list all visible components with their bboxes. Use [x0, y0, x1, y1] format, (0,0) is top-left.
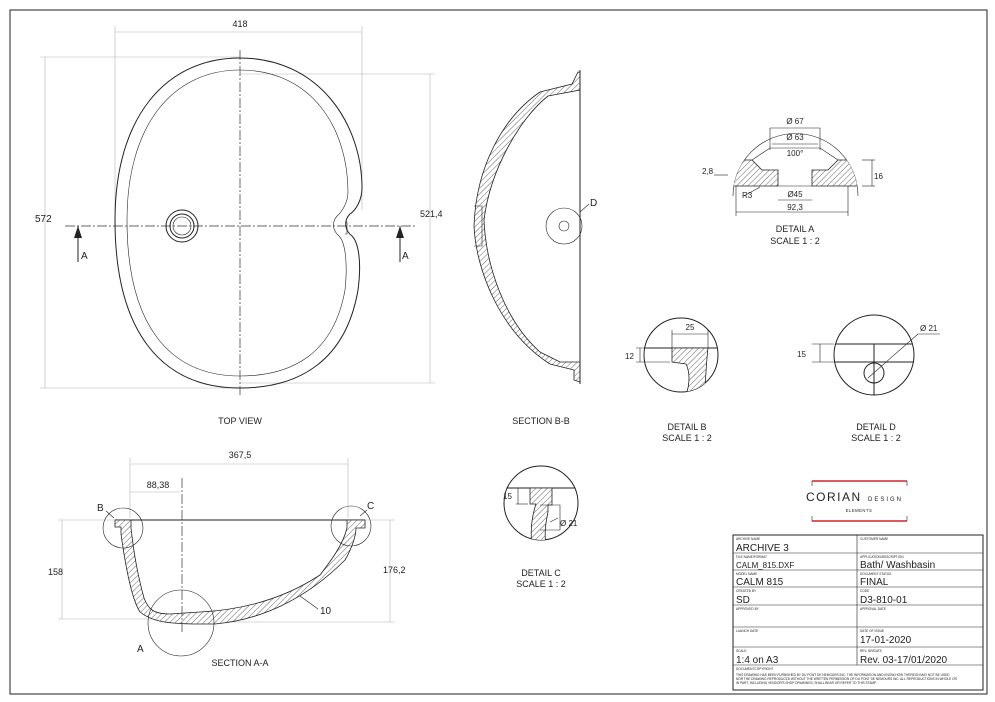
detail-d-title: DETAIL D — [856, 422, 896, 432]
detail-b-dim-25: 25 — [686, 323, 695, 332]
tb-code-value: D3-810-01 — [860, 595, 908, 606]
section-aa-marker-b: B — [97, 503, 104, 514]
detail-a-dim-r3: R3 — [742, 191, 753, 200]
tb-disclaimer-3: IN PART, INCLUDING VENDOR'S SHOP DRAWING… — [736, 681, 877, 685]
top-view: 418 521,4 A A 572 TOP VIEW — [35, 19, 443, 426]
tb-doc-label: DOCUMENTCOPYRIGHT — [736, 667, 773, 671]
detail-a-dim-angle: 100° — [787, 149, 804, 158]
tb-archive-value: ARCHIVE 3 — [736, 543, 789, 554]
detail-a-dim-92-3: 92,3 — [787, 203, 803, 212]
tb-file-label: FILE NAME/FORMAT — [736, 555, 767, 559]
top-cut-label-right: A — [402, 251, 409, 262]
detail-a-dim-phi67: Ø 67 — [786, 117, 804, 126]
detail-c-scale: SCALE 1 : 2 — [516, 579, 566, 589]
tb-status-value: FINAL — [860, 577, 889, 588]
detail-b: 25 12 DETAIL B SCALE 1 : 2 — [625, 317, 719, 443]
detail-a-dim-phi63: Ø 63 — [786, 133, 804, 142]
tb-rev-value: Rev. 03-17/01/2020 — [860, 655, 948, 666]
detail-b-title: DETAIL B — [667, 422, 706, 432]
detail-a-dim-16: 16 — [874, 172, 883, 181]
tb-disclaimer-2: NOR THE DRAWING REPRODUCED WITHOUT THE W… — [736, 677, 958, 681]
detail-b-scale: SCALE 1 : 2 — [662, 433, 712, 443]
top-width-dim: 418 — [232, 19, 247, 29]
logo-elements: ELEMENTS — [846, 508, 873, 513]
section-aa-wall-dim: 10 — [320, 606, 332, 617]
top-height-dim: 572 — [35, 214, 52, 225]
detail-a-scale: SCALE 1 : 2 — [770, 236, 820, 246]
tb-application-value: Bath/ Washbasin — [860, 560, 935, 571]
logo-design: DESIGN — [868, 497, 903, 503]
tb-code-label: CODE — [860, 589, 869, 593]
tb-disclaimer-1: THIS DRAWING HAS BEEN FURNISHED BY DU PO… — [736, 673, 950, 677]
section-bb-view: D SECTION B-B — [473, 70, 597, 426]
tb-archive-label: ARCHIVE NAME — [736, 537, 760, 541]
tb-issue-value: 17-01-2020 — [860, 635, 912, 646]
top-cut-label-left: A — [81, 251, 88, 262]
detail-d-scale: SCALE 1 : 2 — [851, 433, 901, 443]
detail-d-dim-15: 15 — [797, 350, 806, 359]
detail-a-dim-phi45: Ø45 — [787, 190, 803, 199]
tb-created-value: SD — [736, 595, 750, 606]
detail-d: 15 Ø 21 DETAIL D SCALE 1 : 2 — [797, 314, 940, 443]
section-aa-view: 367,5 88,38 158 176,2 10 B C A SECTION A… — [48, 450, 406, 668]
section-aa-left-height-dim: 158 — [48, 567, 63, 577]
tb-approved-label: APPROVED BY — [736, 607, 760, 611]
detail-b-dim-12: 12 — [625, 352, 634, 361]
tb-status-label: DOCUMENT STATUS — [860, 572, 891, 576]
section-aa-width-dim: 367,5 — [229, 450, 252, 460]
top-inner-height-dim: 521,4 — [420, 209, 443, 219]
section-aa-marker-a: A — [137, 644, 144, 655]
tb-approval-date-label: APPROVAL DATE — [860, 607, 886, 611]
detail-a: Ø 67 Ø 63 100° 2,8 16 R3 Ø45 92,3 DETAIL… — [702, 117, 883, 246]
tb-created-label: CREATED BY — [736, 589, 757, 593]
tb-launch-label: LAUNCH DATE — [736, 629, 758, 633]
tb-customer-label: CUSTOMER NAME — [860, 537, 888, 541]
section-aa-right-height-dim: 176,2 — [383, 565, 406, 575]
detail-a-dim-2-8: 2,8 — [702, 167, 714, 176]
tb-scale-label: SCALE — [736, 649, 746, 653]
section-bb-caption: SECTION B-B — [512, 416, 570, 426]
corian-design-logo: CORIAN DESIGN ELEMENTS — [806, 480, 908, 522]
detail-c-dim-phi21: Ø 21 — [560, 519, 578, 528]
detail-c: 15 Ø 21 DETAIL C SCALE 1 : 2 — [503, 465, 579, 589]
title-block: ARCHIVE NAME ARCHIVE 3 CUSTOMER NAME FIL… — [732, 534, 984, 691]
tb-rev-label: REV. NR/DATE — [860, 649, 882, 653]
tb-scale-value: 1:4 on A3 — [736, 655, 779, 666]
sheet-border — [9, 9, 988, 695]
section-aa-offset-dim: 88,38 — [147, 480, 170, 490]
detail-d-dim-phi21: Ø 21 — [920, 324, 938, 333]
tb-model-label: MODEL NAME — [736, 572, 757, 576]
detail-a-title: DETAIL A — [776, 224, 815, 234]
section-aa-marker-c: C — [367, 501, 374, 512]
section-bb-detail-marker: D — [590, 198, 597, 209]
tb-issue-label: DATE OF ISSUE — [860, 629, 884, 633]
tb-application-label: APPLICATION/DESCRIPTION — [860, 555, 904, 559]
tb-model-value: CALM 815 — [736, 577, 784, 588]
detail-c-title: DETAIL C — [521, 568, 561, 578]
detail-c-dim-15: 15 — [503, 492, 512, 501]
tb-file-value: CALM_815.DXF — [736, 561, 794, 570]
top-view-caption: TOP VIEW — [218, 416, 262, 426]
logo-corian: CORIAN — [806, 490, 862, 504]
section-aa-caption: SECTION A-A — [211, 658, 268, 668]
